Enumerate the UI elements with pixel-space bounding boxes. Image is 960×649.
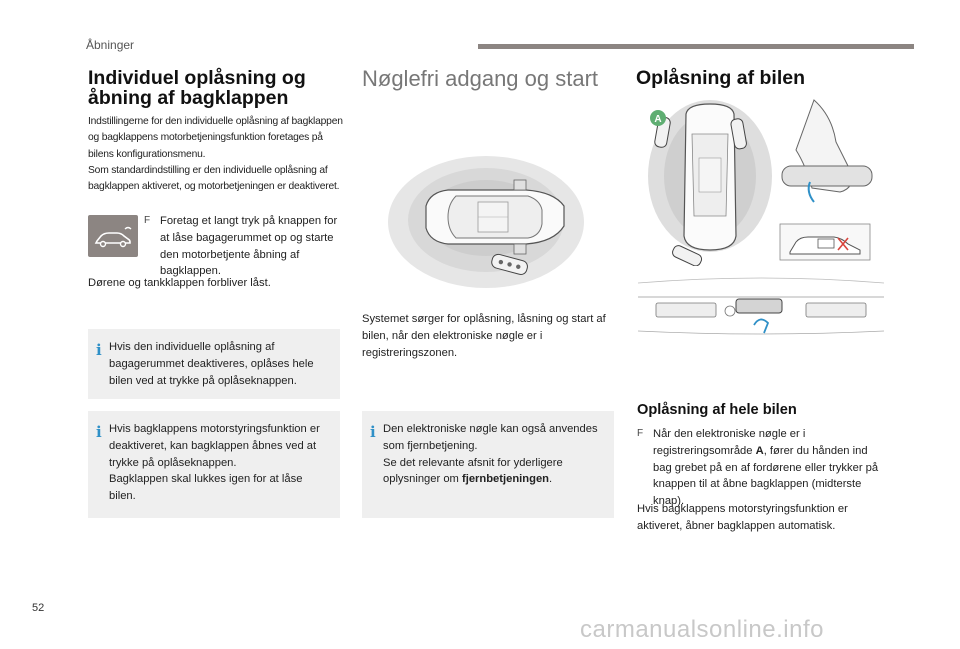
info-box-3-text-b: Se det relevante afsnit for yderligere o… <box>383 456 563 486</box>
bullet-marker: F <box>144 215 151 226</box>
info-box-3-text-a: Den elektroniske nøgle kan også anvendes… <box>383 423 598 452</box>
info-box-2-text-b: Bagklappen skal lukkes igen for at låse … <box>109 473 303 503</box>
col3-after: Hvis bagklappens motorstyringsfunktion e… <box>637 503 848 532</box>
bullet-marker: F <box>637 428 644 439</box>
col1-intro: Indstillingerne for den individuelle opl… <box>88 114 346 195</box>
col2-paragraph: Systemet sørger for oplåsning, låsning o… <box>362 313 606 359</box>
zone-label: A <box>654 114 661 125</box>
tailgate-button-illustration <box>636 275 886 373</box>
info-icon: i <box>370 423 376 441</box>
col1-after-bullet: Dørene og tankklappen forbliver låst. <box>88 277 271 289</box>
info-box-1-text: Hvis den individuelle oplåsning af bagag… <box>109 341 314 387</box>
col1-intro-1: Indstillingerne for den individuelle opl… <box>88 116 343 160</box>
section-label: Åbninger <box>86 38 135 52</box>
zone-reference: A <box>755 444 764 457</box>
col1-bullet: F Foretag et langt tryk på knappen for a… <box>144 213 340 280</box>
info-icon: i <box>96 341 102 359</box>
info-box-1: i Hvis den individuelle oplåsning af bag… <box>88 329 340 399</box>
remote-control-term: fjernbetjeningen <box>461 473 550 486</box>
info-icon: i <box>96 423 102 441</box>
col3-bullet: F Når den elektroniske nøgle er i regist… <box>637 426 887 510</box>
info-box-2-text-a: Hvis bagklappens motorstyringsfunktion e… <box>109 423 320 469</box>
col3-subheading: Oplåsning af hele bilen <box>637 402 797 418</box>
car-lock-icon <box>88 215 138 257</box>
col3-title: Oplåsning af bilen <box>636 67 806 89</box>
info-box-2: i Hvis bagklappens motorstyringsfunktion… <box>88 411 340 518</box>
unlocking-illustration: A <box>636 96 886 266</box>
col2-title: Nøglefri adgang og start <box>362 66 599 91</box>
col3-bullet-text: Når den elektroniske nøgle er i registre… <box>653 428 879 508</box>
header-bar <box>478 44 914 49</box>
keyless-zone-illustration <box>386 150 596 290</box>
watermark: carmanualsonline.info <box>580 616 824 643</box>
page-number: 52 <box>32 602 45 614</box>
col1-intro-2: Som standardindstilling er den individue… <box>88 164 340 193</box>
info-box-3: i Den elektroniske nøgle kan også anvend… <box>362 411 614 518</box>
col1-title: Individuel oplåsning og åbning af bagkla… <box>88 67 306 110</box>
col1-bullet-text: Foretag et langt tryk på knappen for at … <box>160 215 338 278</box>
